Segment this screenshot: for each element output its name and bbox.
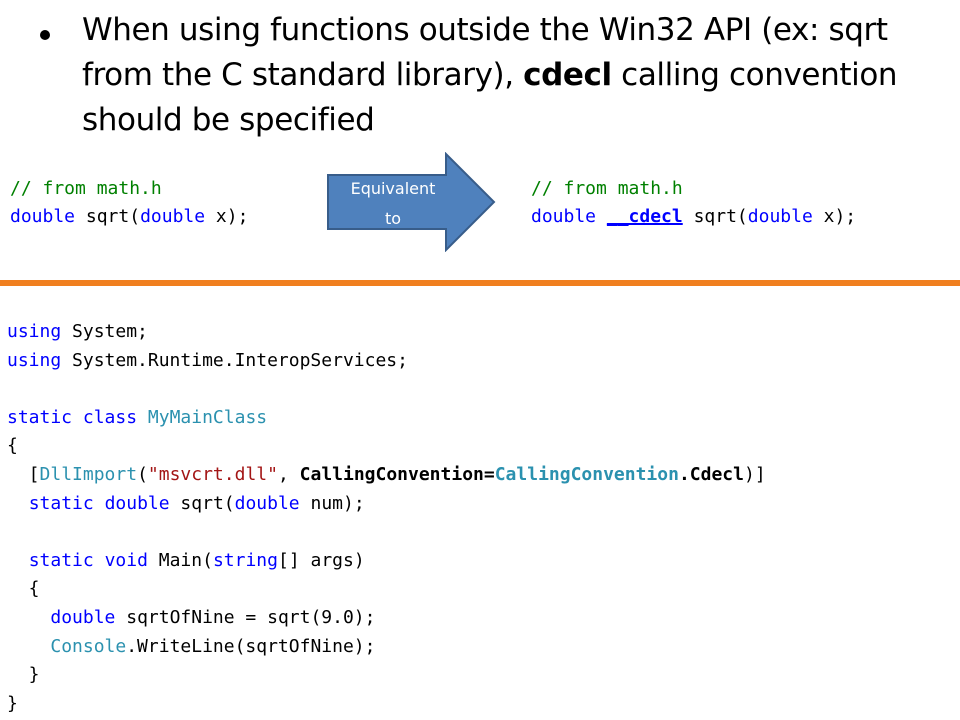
- code-text: x);: [205, 206, 249, 227]
- code-text: [7, 607, 50, 628]
- bullet-text: When using functions outside the Win32 A…: [82, 8, 946, 143]
- code-attribute: DllImport: [39, 463, 138, 485]
- code-text: .WriteLine(sqrtOfNine);: [126, 635, 376, 657]
- code-bold-text: .: [678, 463, 690, 485]
- equivalent-arrow-icon: [327, 152, 496, 252]
- code-keyword: double: [234, 492, 300, 514]
- code-text: System;: [61, 321, 148, 342]
- code-text: sqrtOfNine = sqrt(9.0);: [115, 606, 376, 628]
- code-text: }: [7, 664, 40, 686]
- code-type: Console: [50, 635, 127, 657]
- code-text: [] args): [277, 549, 365, 571]
- cdecl-keyword: __cdecl: [606, 206, 683, 227]
- code-text: (: [137, 463, 148, 485]
- bullet-text-part: When using functions outside the Win32 A…: [82, 12, 888, 93]
- code-keyword: void: [104, 549, 148, 571]
- code-text: [596, 206, 607, 227]
- code-keyword: double: [747, 206, 813, 227]
- bullet-point: When using functions outside the Win32 A…: [36, 8, 946, 143]
- code-text: [: [7, 463, 40, 485]
- code-keyword: double: [104, 492, 170, 514]
- code-type: MyMainClass: [147, 406, 268, 428]
- code-listing: using System; using System.Runtime.Inter…: [7, 318, 766, 718]
- code-text: sqrt(: [169, 492, 235, 514]
- arrow-label: Equivalent to: [334, 174, 452, 234]
- code-text: [7, 636, 50, 657]
- code-bold-text: =: [483, 463, 495, 485]
- code-string: "msvcrt.dll": [147, 463, 278, 485]
- code-text: Main(: [147, 549, 213, 571]
- bullet-dot-icon: [40, 30, 50, 40]
- code-text: sqrt(: [75, 206, 141, 227]
- code-snippet-plain: // from math.h double sqrt(double x);: [10, 175, 248, 231]
- code-keyword: using: [7, 321, 62, 342]
- section-divider: [0, 280, 960, 286]
- bullet-text-part: calling convention should be specified: [82, 57, 898, 138]
- code-text: num);: [299, 492, 365, 514]
- code-keyword: double: [140, 206, 206, 227]
- code-text: x);: [812, 206, 857, 227]
- code-keyword: static: [7, 406, 73, 428]
- code-text: [7, 493, 29, 514]
- code-text: )]: [743, 463, 766, 485]
- code-type: CallingConvention: [494, 463, 679, 485]
- code-text: [7, 550, 29, 571]
- code-text: ,: [277, 463, 300, 485]
- arrow-label-line: Equivalent: [350, 179, 436, 198]
- arrow-label-line: to: [384, 209, 402, 228]
- code-text: }: [7, 692, 18, 714]
- code-text: {: [7, 435, 18, 457]
- code-text: sqrt(: [682, 206, 748, 227]
- code-bold-text: Cdecl: [689, 463, 744, 485]
- code-keyword: string: [212, 549, 278, 571]
- code-keyword: double: [50, 606, 116, 628]
- code-bold-text: CallingConvention: [299, 463, 484, 485]
- code-keyword: static: [28, 492, 94, 514]
- code-text: {: [7, 578, 40, 600]
- code-keyword: static: [28, 549, 94, 571]
- code-snippet-cdecl: // from math.h double __cdecl sqrt(doubl…: [531, 175, 856, 231]
- code-keyword: using: [7, 349, 62, 371]
- code-keyword: class: [82, 406, 138, 428]
- code-keyword: double: [531, 206, 597, 227]
- code-text: System.Runtime.InteropServices;: [61, 349, 408, 371]
- code-keyword: double: [10, 206, 76, 227]
- bullet-bold-word: cdecl: [523, 57, 612, 93]
- code-comment: // from math.h: [531, 178, 683, 199]
- code-comment: // from math.h: [10, 178, 162, 199]
